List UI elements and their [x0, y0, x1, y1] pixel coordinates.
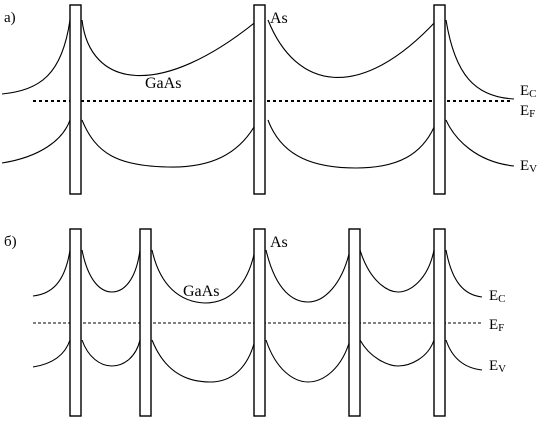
panel-a-barrier-2 [253, 4, 266, 195]
panel-b: б) GaAs As EC EF EV [4, 228, 506, 417]
panel-b-barrier-4 [348, 228, 361, 417]
panel-a-marker: а) [4, 10, 16, 26]
panel-a-precipitate-label: As [270, 10, 288, 27]
panel-a-material-label: GaAs [145, 75, 181, 92]
panel-a-conduction-band [1, 19, 515, 100]
panel-b-barrier-5 [433, 228, 446, 417]
panel-b-barrier-1 [69, 228, 82, 417]
panel-a-ec-label: EC [520, 83, 537, 100]
panel-b-barrier-3 [253, 228, 266, 417]
panel-a-barrier-1 [69, 4, 82, 195]
panel-a-valence-band [1, 119, 515, 169]
panel-b-precipitate-label: As [270, 234, 288, 251]
panel-b-ev-label: EV [489, 358, 506, 375]
panel-b-ef-label: EF [489, 317, 504, 334]
panel-a-barrier-3 [433, 4, 446, 195]
panel-b-valence-band [32, 339, 483, 383]
panel-b-ec-label: EC [489, 288, 506, 305]
panel-a: а) GaAs As EC EF EV [1, 4, 537, 195]
panel-a-ef-label: EF [520, 103, 535, 120]
panel-a-ev-label: EV [520, 158, 537, 175]
panel-b-material-label: GaAs [183, 283, 219, 300]
panel-b-conduction-band [32, 249, 483, 304]
panel-b-barrier-2 [139, 228, 152, 417]
panel-b-marker: б) [4, 234, 17, 250]
